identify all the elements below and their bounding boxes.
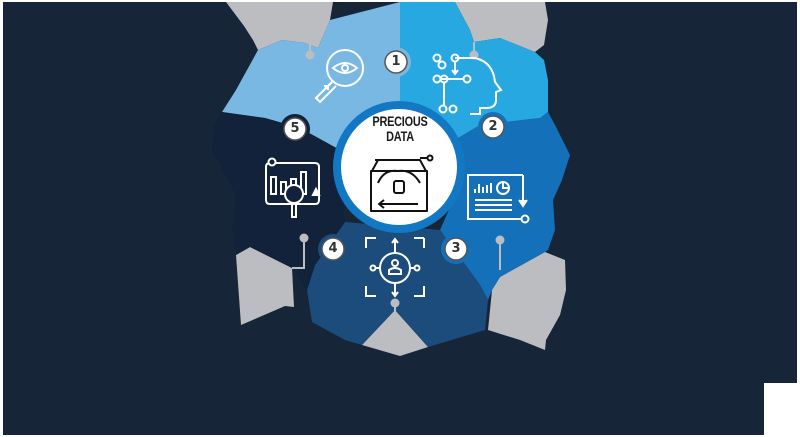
magnifier-eye-icon <box>314 49 364 104</box>
callout-1-shape <box>226 2 333 50</box>
ai-head-circuit-icon <box>432 53 503 115</box>
step-1-number: 1 <box>391 54 401 69</box>
segment-5 <box>212 112 345 290</box>
callout-4-shape <box>236 247 294 325</box>
center-title-line-1: PRECIOUS <box>372 113 428 129</box>
step-5-number: 5 <box>290 121 300 136</box>
report-chart-icon <box>467 174 530 224</box>
user-target-icon <box>365 237 425 298</box>
step-2-number: 2 <box>488 119 498 134</box>
segment-2 <box>400 2 548 140</box>
step-3-number: 3 <box>451 241 461 256</box>
step-markers <box>280 47 508 264</box>
center-title-line-2: DATA <box>386 128 414 144</box>
callout-3-shape <box>488 252 566 350</box>
center-title: PRECIOUS DATA <box>353 114 447 144</box>
chart-analysis-icon <box>265 157 321 218</box>
treasure-chest-icon <box>370 154 434 212</box>
callout-2-shape <box>455 2 548 52</box>
step-4-number: 4 <box>328 241 338 256</box>
segment-1 <box>222 2 400 150</box>
callout-center-bottom <box>362 310 428 356</box>
